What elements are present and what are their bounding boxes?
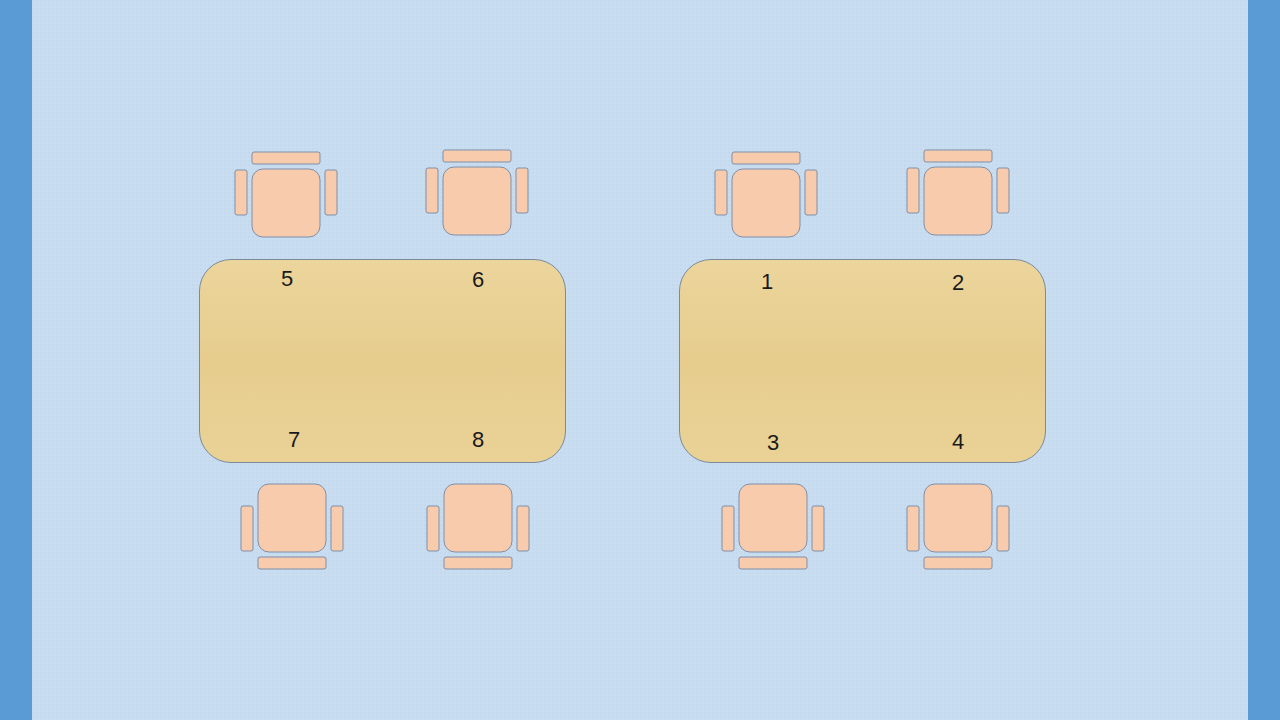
table: 5 6 7 8 xyxy=(199,259,566,463)
seat-number: 2 xyxy=(952,272,964,294)
chair xyxy=(426,150,528,235)
seat-number: 5 xyxy=(281,268,293,290)
chair xyxy=(235,152,337,237)
seat-number: 6 xyxy=(472,269,484,291)
chair xyxy=(722,484,824,569)
chair xyxy=(907,484,1009,569)
chair xyxy=(427,484,529,569)
wall xyxy=(0,0,32,720)
table: 1 2 3 4 xyxy=(679,259,1046,463)
seat-number: 3 xyxy=(767,432,779,454)
seat-number: 4 xyxy=(952,431,964,453)
chair xyxy=(907,150,1009,235)
seat-number: 7 xyxy=(288,429,300,451)
seat-number: 1 xyxy=(761,271,773,293)
chair xyxy=(241,484,343,569)
seat-number: 8 xyxy=(472,429,484,451)
chair xyxy=(715,152,817,237)
wall xyxy=(1248,0,1280,720)
